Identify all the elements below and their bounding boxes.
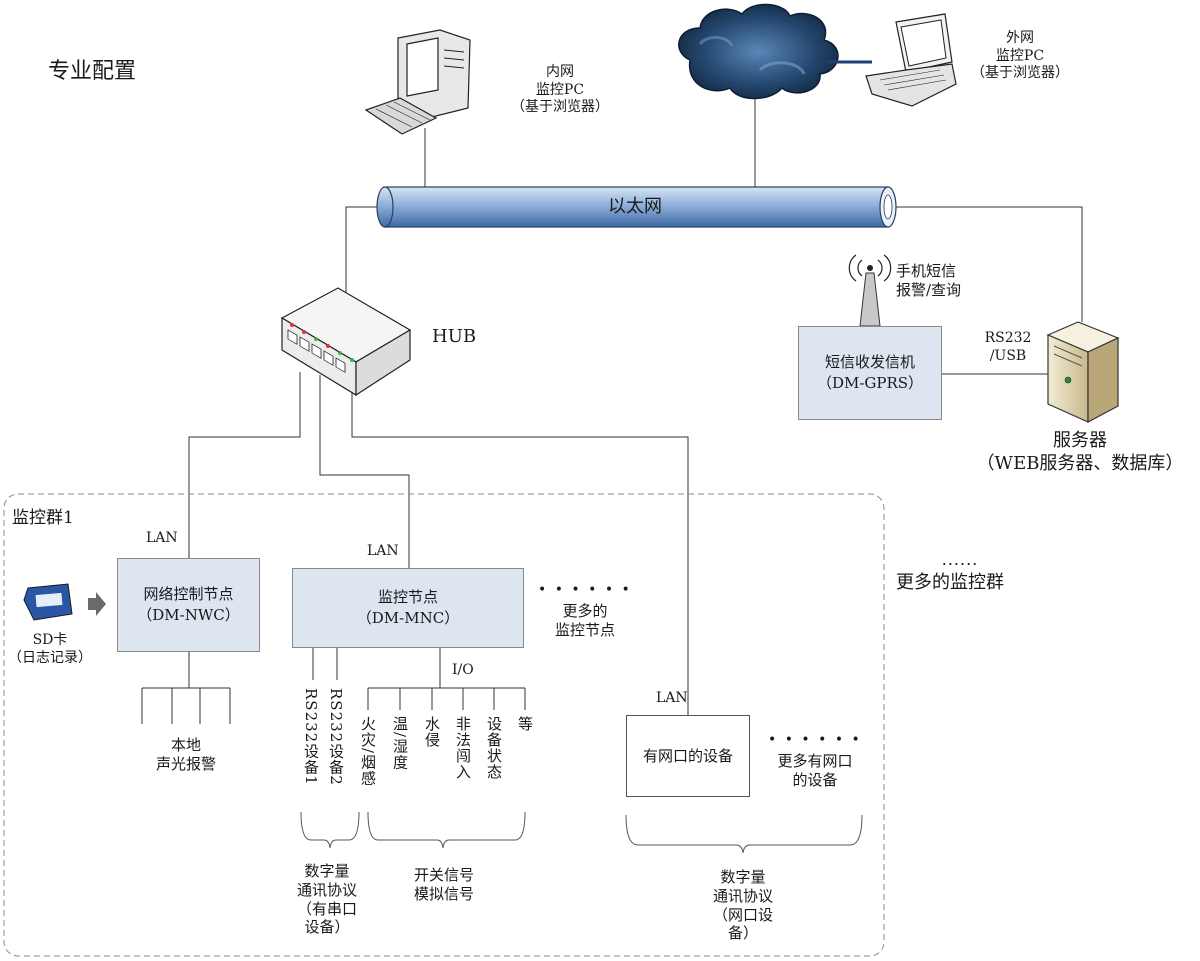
rs232-usb-label: RS232 /USB xyxy=(978,330,1038,365)
mnc-name: 监控节点 xyxy=(377,588,438,606)
gprs-name: 短信收发信机 xyxy=(824,353,915,371)
line-hub-mnc xyxy=(319,375,410,568)
monitoring-group-border xyxy=(3,493,885,957)
lan-label-nwc: LAN xyxy=(146,530,178,546)
more-net-devices-dots: • • • • • • xyxy=(768,732,862,748)
rs232-line: /USB xyxy=(989,347,1027,364)
net-device-name: 有网口的设备 xyxy=(642,746,733,765)
server-desc: （WEB服务器、数据库） xyxy=(976,452,1184,474)
more-groups-dots: ...... xyxy=(941,550,979,569)
io-device-fire-smoke: 火灾/烟感 xyxy=(359,716,377,787)
switch-signal-line: 开关信号 xyxy=(413,866,474,884)
net-protocol-line: （网口设 xyxy=(712,905,773,924)
brace-net xyxy=(625,814,863,854)
brace-serial xyxy=(300,811,360,849)
sd-card-desc: （日志记录） xyxy=(8,649,92,666)
hub-switch-icon[interactable] xyxy=(280,287,412,397)
internet-cloud-icon[interactable] xyxy=(678,3,839,100)
more-net-devices-line: 更多有网口 xyxy=(777,752,853,770)
more-nodes-line: 监控节点 xyxy=(554,620,615,639)
sms-line: 手机短信 xyxy=(896,262,957,280)
line-hub-nwc xyxy=(188,372,301,558)
sd-card-name: SD卡 xyxy=(32,632,68,648)
network-control-node-box[interactable]: 网络控制节点 （DM-NWC） xyxy=(117,558,260,652)
page-title: 专业配置 xyxy=(48,59,137,84)
gprs-model: （DM-GPRS） xyxy=(816,374,924,392)
switch-signal-label: 开关信号 模拟信号 xyxy=(394,866,494,904)
hub-label: HUB xyxy=(432,326,477,347)
rs232-line: RS232 xyxy=(984,330,1032,346)
serial-device-2: RS232设备2 xyxy=(327,688,345,786)
more-nodes-line: 更多的 xyxy=(562,602,608,620)
more-nodes-dots: • • • • • • xyxy=(538,582,632,598)
io-device-etc: 等 xyxy=(516,716,534,732)
io-label: I/O xyxy=(452,662,474,678)
network-device-box[interactable]: 有网口的设备 xyxy=(626,715,750,797)
more-nodes-label: 更多的 监控节点 xyxy=(540,602,630,640)
server-icon[interactable] xyxy=(1046,321,1120,423)
connection-lines xyxy=(141,80,1083,724)
io-device-temp-humidity: 温/湿度 xyxy=(391,716,409,771)
serial-protocol-line: 设备） xyxy=(304,918,350,937)
net-protocol-line: 数字量 xyxy=(720,868,766,886)
switch-signal-line: 模拟信号 xyxy=(413,884,474,903)
internal-pc-line: （基于浏览器） xyxy=(511,99,609,115)
io-device-intrusion: 非法闯入 xyxy=(454,716,472,780)
laptop-icon[interactable] xyxy=(865,13,957,107)
sd-card-icon xyxy=(23,583,73,621)
internal-pc-label: 内网 监控PC （基于浏览器） xyxy=(500,64,620,117)
local-alarm-line: 本地 xyxy=(170,736,201,754)
monitoring-node-box[interactable]: 监控节点 （DM-MNC） xyxy=(292,568,524,648)
arrow-right-icon xyxy=(88,592,106,616)
more-net-devices-label: 更多有网口 的设备 xyxy=(760,752,870,790)
line-ethernet-hub xyxy=(345,206,378,300)
braces xyxy=(300,811,863,854)
server-label: 服务器 （WEB服务器、数据库） xyxy=(960,430,1200,475)
nwc-model: （DM-NWC） xyxy=(137,606,240,624)
internal-pc-line: 监控PC xyxy=(535,81,585,98)
more-groups-label: 更多的监控群 xyxy=(896,572,1004,593)
nwc-name: 网络控制节点 xyxy=(143,585,234,603)
gprs-transceiver-box[interactable]: 短信收发信机 （DM-GPRS） xyxy=(798,326,942,420)
external-pc-line: （基于浏览器） xyxy=(971,65,1069,81)
internal-pc-line: 内网 xyxy=(546,64,574,80)
net-protocol-label: 数字量 通讯协议 （网口设 备） xyxy=(698,868,788,943)
ethernet-pipe xyxy=(376,186,897,228)
mnc-model: （DM-MNC） xyxy=(356,609,460,627)
desktop-pc-icon[interactable] xyxy=(364,29,471,135)
sd-card-label: SD卡 （日志记录） xyxy=(0,632,100,667)
ethernet-label: 以太网 xyxy=(608,196,662,217)
io-device-status: 设备状态 xyxy=(485,716,503,780)
serial-protocol-line: 通讯协议 xyxy=(296,880,357,899)
brace-io xyxy=(367,811,526,849)
net-protocol-line: 备） xyxy=(727,924,758,943)
monitoring-group-label: 监控群1 xyxy=(12,508,74,528)
more-net-devices-line: 的设备 xyxy=(792,770,838,789)
server-name: 服务器 xyxy=(1053,430,1107,451)
serial-device-1: RS232设备1 xyxy=(302,688,320,786)
serial-protocol-line: （有串口 xyxy=(296,899,357,918)
antenna-icon xyxy=(848,254,892,327)
external-pc-line: 外网 xyxy=(1006,30,1034,46)
serial-protocol-line: 数字量 xyxy=(304,862,350,880)
sms-line: 报警/查询 xyxy=(896,280,962,299)
net-protocol-line: 通讯协议 xyxy=(712,886,773,905)
external-pc-label: 外网 监控PC （基于浏览器） xyxy=(960,30,1080,83)
serial-protocol-label: 数字量 通讯协议 （有串口 设备） xyxy=(282,862,372,937)
sms-alarm-label: 手机短信 报警/查询 xyxy=(896,262,961,300)
local-alarm-label: 本地 声光报警 xyxy=(136,736,236,774)
io-device-water: 水侵 xyxy=(423,716,441,748)
lan-label-mnc: LAN xyxy=(367,543,399,559)
line-hub-netdevice xyxy=(351,380,689,715)
lan-label-device: LAN xyxy=(656,690,688,706)
local-alarm-line: 声光报警 xyxy=(155,754,216,773)
line-ethernet-server xyxy=(895,206,1083,322)
external-pc-line: 监控PC xyxy=(995,47,1045,64)
